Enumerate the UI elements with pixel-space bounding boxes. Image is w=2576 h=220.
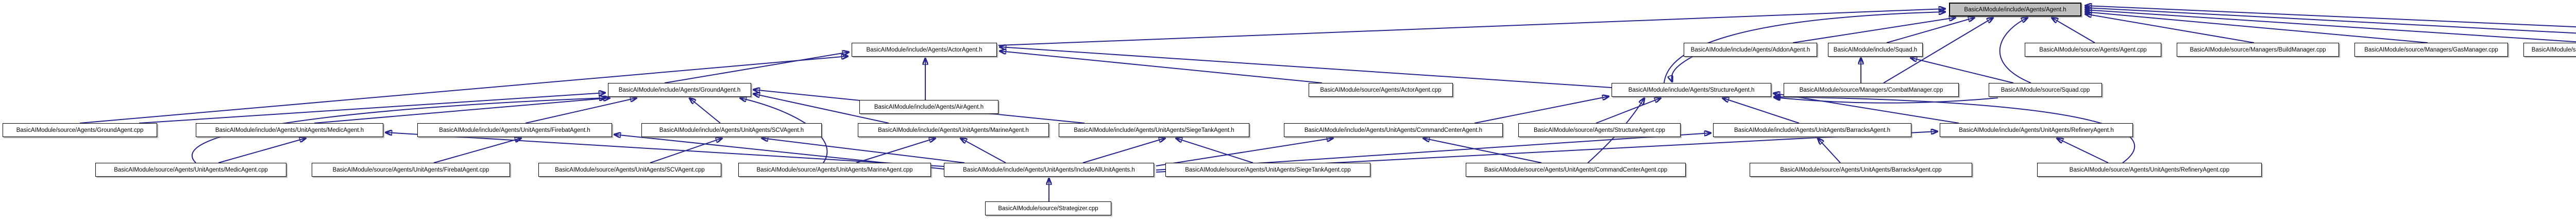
node-buildmanager-cpp[interactable]: BasicAIModule/source/Managers/BuildManag… [2177,43,2339,57]
node-medicagent-h[interactable]: BasicAIModule/include/Agents/UnitAgents/… [196,123,383,137]
node-combatmanager-cpp[interactable]: BasicAIModule/source/Managers/CombatMana… [1784,83,1959,97]
node-refineryagent-h[interactable]: BasicAIModule/include/Agents/UnitAgents/… [1940,123,2133,137]
node-firebatagent-h[interactable]: BasicAIModule/include/Agents/UnitAgents/… [417,123,612,137]
node-squad-h[interactable]: BasicAIModule/include/Squad.h [1828,43,1923,57]
node-includeallunitagents-h[interactable]: BasicAIModule/include/Agents/UnitAgents/… [944,163,1154,177]
node-siegetankagent-cpp[interactable]: BasicAIModule/source/Agents/UnitAgents/S… [1165,163,1370,177]
node-barracksagent-cpp[interactable]: BasicAIModule/source/Agents/UnitAgents/B… [1750,163,1972,177]
node-agent-cpp[interactable]: BasicAIModule/source/Agents/Agent.cpp [2025,43,2161,57]
node-gasmanager-cpp[interactable]: BasicAIModule/source/Managers/GasManager… [2354,43,2508,57]
node-medicagent-cpp[interactable]: BasicAIModule/source/Agents/UnitAgents/M… [95,163,286,177]
node-structureagent-cpp[interactable]: BasicAIModule/source/Agents/StructureAge… [1518,123,1681,137]
node-marineagent-cpp[interactable]: BasicAIModule/source/Agents/UnitAgents/M… [738,163,931,177]
node-actoragent-h[interactable]: BasicAIModule/include/Agents/ActorAgent.… [852,43,997,57]
node-barracksagent-h[interactable]: BasicAIModule/include/Agents/UnitAgents/… [1713,123,1911,137]
node-airagent-h[interactable]: BasicAIModule/include/Agents/AirAgent.h [859,100,998,114]
node-strategizer-cpp[interactable]: BasicAIModule/source/Strategizer.cpp [985,201,1111,215]
node-groundagent-h[interactable]: BasicAIModule/include/Agents/GroundAgent… [608,83,751,97]
node-squad-cpp[interactable]: BasicAIModule/source/Squad.cpp [1989,83,2102,97]
node-refineryagent-cpp[interactable]: BasicAIModule/source/Agents/UnitAgents/R… [2037,163,2262,177]
node-agent-h[interactable]: BasicAIModule/include/Agents/Agent.h [1949,3,2081,16]
node-addonagent-h[interactable]: BasicAIModule/include/Agents/AddonAgent.… [1684,43,1817,57]
node-groundagent-cpp[interactable]: BasicAIModule/source/Agents/GroundAgent.… [3,123,157,137]
node-structureagent-h[interactable]: BasicAIModule/include/Agents/StructureAg… [1612,83,1771,97]
node-firebatagent-cpp[interactable]: BasicAIModule/source/Agents/UnitAgents/F… [312,163,510,177]
node-siegetankagent-h[interactable]: BasicAIModule/include/Agents/UnitAgents/… [1059,123,1249,137]
node-manager-cpp[interactable]: BasicAIModule/source/Managers/Manager.cp… [2523,43,2576,57]
node-scvagent-h[interactable]: BasicAIModule/include/Agents/UnitAgents/… [641,123,822,137]
node-scvagent-cpp[interactable]: BasicAIModule/source/Agents/UnitAgents/S… [538,163,721,177]
node-commandcenteragent-cpp[interactable]: BasicAIModule/source/Agents/UnitAgents/C… [1466,163,1686,177]
node-marineagent-h[interactable]: BasicAIModule/include/Agents/UnitAgents/… [858,123,1049,137]
node-actoragent-cpp[interactable]: BasicAIModule/source/Agents/ActorAgent.c… [1309,83,1453,97]
node-commandcenteragent-h[interactable]: BasicAIModule/include/Agents/UnitAgents/… [1284,123,1503,137]
